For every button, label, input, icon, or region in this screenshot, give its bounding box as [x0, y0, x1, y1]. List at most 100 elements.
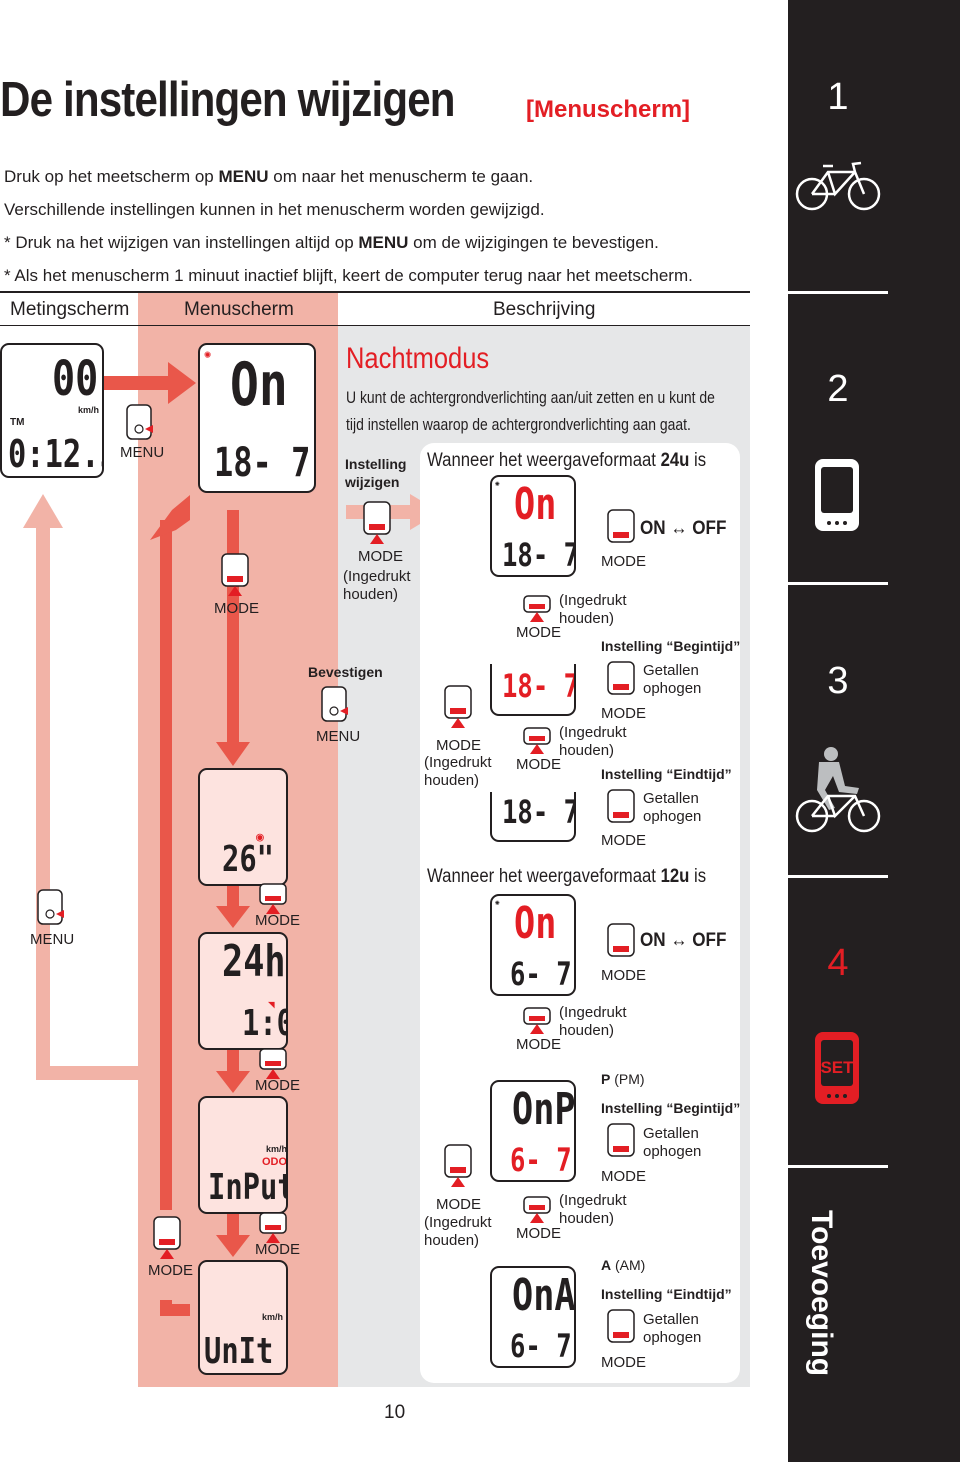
instelling-wijzigen-label: Instelling wijzigen — [345, 456, 407, 490]
intro-line-1: Druk op het meetscherm op MENU om naar h… — [4, 167, 534, 186]
mode-label-15: MODE — [601, 1168, 646, 1185]
mode-label-7: MODE — [601, 553, 646, 570]
menu-screen-clock: 24h ◥ 1:00 — [198, 932, 288, 1050]
clock-format: 24h — [222, 936, 286, 987]
mode-label-4: MODE — [255, 1241, 300, 1258]
menu-label-1: MENU — [120, 444, 165, 461]
measure-screen: 00 km/h TM 0:12.57 — [0, 343, 104, 478]
mode-button-icon[interactable] — [362, 500, 392, 546]
mode-button-icon[interactable] — [443, 1143, 473, 1189]
mode-button-icon[interactable] — [606, 508, 636, 554]
sidebar-divider — [788, 875, 888, 878]
screen-12-2: OnP 6- 7 — [490, 1080, 576, 1182]
measure-speed: 00 — [52, 351, 99, 407]
sidebar-section-3[interactable]: 3 — [827, 660, 849, 702]
set-device-icon: SET — [815, 1032, 859, 1104]
mode-label-2: MODE — [255, 912, 300, 929]
screen-24-1-top: On — [514, 479, 557, 530]
page-subtitle: [Menuscherm] — [526, 96, 691, 123]
tire-icon: ◉ — [256, 830, 264, 845]
mode-button-icon[interactable] — [606, 660, 636, 706]
description-line-1: U kunt de achtergrondverlichting aan/uit… — [346, 388, 715, 407]
begintijd-label-12: Instelling “Begintijd” — [601, 1100, 741, 1116]
mode-button-icon[interactable] — [220, 552, 250, 598]
mode-button-icon[interactable] — [606, 1308, 636, 1354]
mode-button-icon[interactable] — [606, 788, 636, 834]
menu-screen-input: km/h ODO InPut — [198, 1096, 288, 1214]
screen-12-3-top: OnA — [512, 1270, 576, 1321]
menu-screen-tire: ◉ 26" — [198, 768, 288, 886]
mode-label-6: MODE — [358, 548, 403, 565]
eindtijd-label-24: Instelling “Eindtijd” — [601, 766, 732, 782]
mode-button-icon[interactable] — [258, 1211, 288, 1257]
am-label: A (AM) — [601, 1257, 646, 1273]
menu-button-icon[interactable] — [125, 403, 155, 449]
computer-device-icon — [815, 459, 859, 531]
mode-button-icon[interactable] — [443, 684, 473, 730]
mode-button-icon[interactable] — [522, 726, 552, 772]
screen-12-1-bottom: 6- 7 — [510, 955, 572, 993]
pm-label: P (PM) — [601, 1071, 645, 1087]
mode-label-1: MODE — [214, 600, 259, 617]
sidebar-appendix[interactable]: Toevoeging — [805, 1210, 838, 1377]
input-text: InPut — [208, 1167, 288, 1208]
mode-button-icon[interactable] — [606, 1122, 636, 1168]
mode-button-icon[interactable] — [152, 1215, 182, 1261]
cyclist-icon — [795, 747, 881, 833]
screen-24-2-bottom: 18- 7 — [502, 667, 576, 705]
mode-button-icon[interactable] — [522, 594, 552, 640]
mode-label-3: MODE — [255, 1077, 300, 1094]
format-24-heading: Wanneer het weergaveformaat 24u is — [427, 450, 707, 471]
menu-button-icon[interactable] — [36, 888, 66, 934]
sidebar-section-2[interactable]: 2 — [827, 368, 849, 410]
bicycle-icon — [795, 161, 881, 211]
screen-24-2: 18- 7 — [490, 664, 576, 716]
menu-button-icon[interactable] — [320, 685, 350, 731]
mode-label-9: MODE — [601, 705, 646, 722]
screen-12-2-top: OnP — [512, 1084, 576, 1135]
sidebar-divider — [788, 1165, 888, 1168]
mode-button-icon[interactable] — [606, 922, 636, 968]
mode-button-icon[interactable] — [258, 882, 288, 928]
begintijd-label-24: Instelling “Begintijd” — [601, 638, 741, 654]
eindtijd-label-12: Instelling “Eindtijd” — [601, 1286, 732, 1302]
night-screen-bottom: 18- 7 — [214, 440, 311, 486]
format-12-heading: Wanneer het weergaveformaat 12u is — [427, 866, 707, 887]
flow-arrows — [23, 362, 737, 1362]
clock-time: 1:00 — [242, 1003, 286, 1044]
column-header-beschrijving: Beschrijving — [493, 299, 596, 320]
screen-24-1: ✺ On 18- 7 — [490, 475, 576, 577]
measure-time: 0:12.57 — [8, 432, 102, 476]
svg-text:SET: SET — [820, 1058, 854, 1077]
description-heading: Nachtmodus — [346, 342, 490, 375]
mode-button-icon[interactable] — [522, 1006, 552, 1052]
screen-12-2-bottom: 6- 7 — [510, 1141, 572, 1179]
unit-text: UnIt — [204, 1331, 274, 1372]
mode-label-10: MODE — [516, 756, 561, 773]
intro-line-2: Verschillende instellingen kunnen in het… — [4, 200, 545, 219]
on-off-label-24: ON ↔ OFF — [640, 518, 727, 539]
mode-button-icon[interactable] — [522, 1195, 552, 1241]
screen-12-1: ✺ On 6- 7 — [490, 894, 576, 996]
sidebar-section-4[interactable]: 4 — [827, 942, 849, 984]
mode-label-18: MODE — [436, 1196, 481, 1213]
screen-12-1-top: On — [514, 898, 557, 949]
sidebar-section-1[interactable]: 1 — [827, 76, 849, 118]
mode-button-icon[interactable] — [258, 1047, 288, 1093]
intro-line-4: * Als het menuscherm 1 minuut inactief b… — [4, 266, 693, 285]
backlight-icon: ✺ — [495, 479, 500, 488]
sidebar-divider — [788, 291, 888, 294]
screen-12-3: OnA 6- 7 — [490, 1266, 576, 1368]
mode-label-5: MODE — [148, 1262, 193, 1279]
sidebar-tab — [888, 0, 960, 1462]
mode-label-14: MODE — [516, 1036, 561, 1053]
description-text: U kunt de achtergrondverlichting aan/uit… — [346, 384, 740, 438]
